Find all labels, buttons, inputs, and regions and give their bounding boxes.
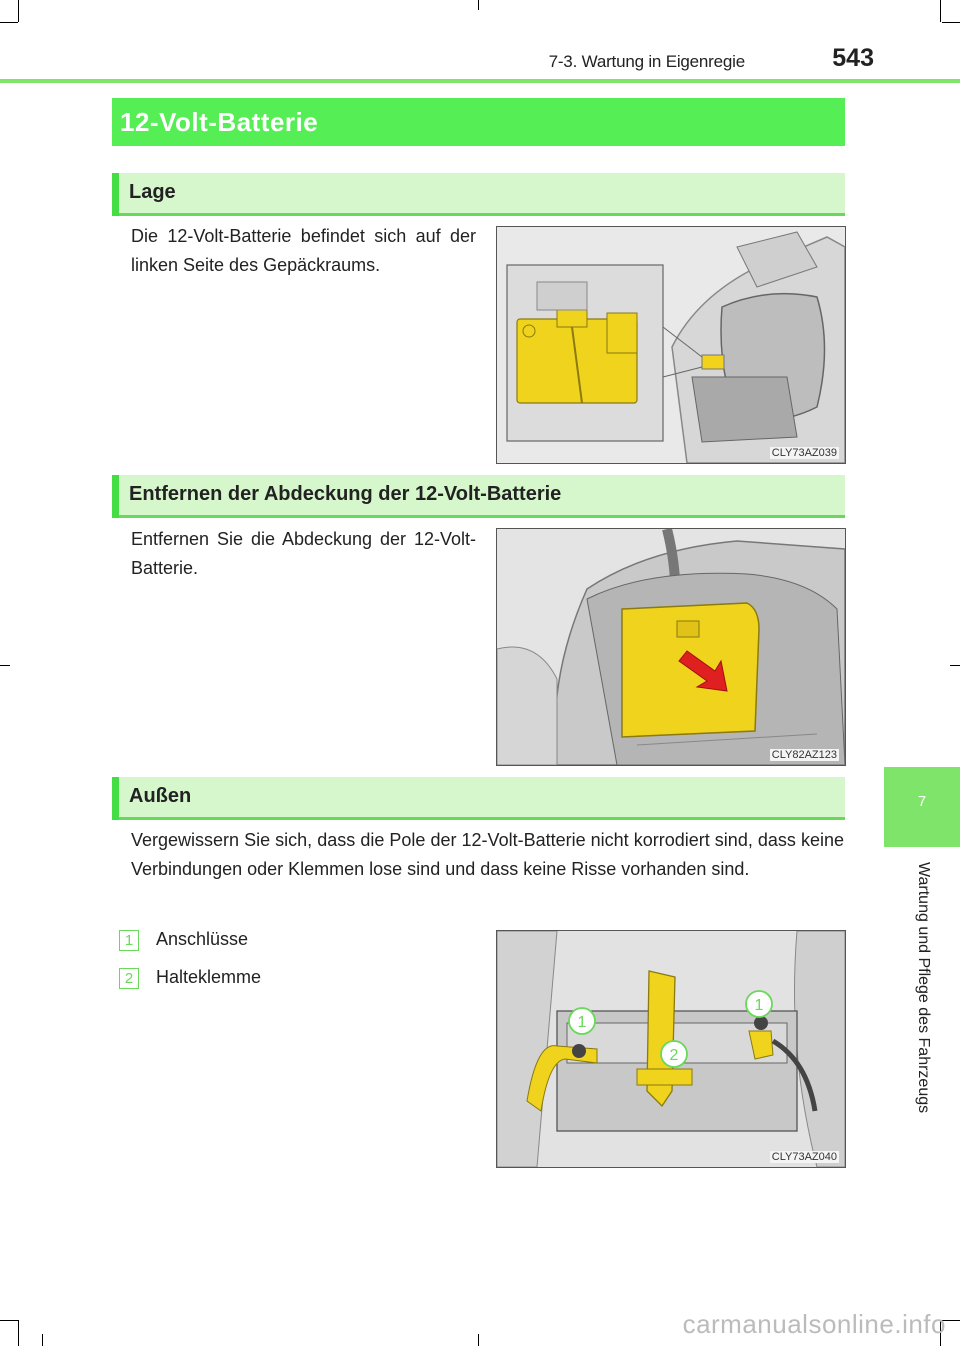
section-heading-lage: Lage <box>112 173 845 216</box>
battery-exterior-illustration: 1 1 2 <box>497 931 845 1167</box>
chapter-title: Wartung und Pflege des Fahrzeugs <box>915 862 932 1114</box>
callout-1: 1 <box>755 997 764 1014</box>
figure-code: CLY73AZ040 <box>769 1151 839 1163</box>
figure-battery-cover: CLY82AZ123 <box>496 528 846 766</box>
section-heading-aussen: Außen <box>112 777 845 820</box>
crop-mark <box>0 1320 18 1321</box>
crop-mark <box>18 1320 19 1346</box>
crop-mark <box>0 665 10 666</box>
crop-mark <box>0 22 18 23</box>
section-heading-text: Lage <box>129 181 176 203</box>
battery-cover-illustration <box>497 529 845 765</box>
section-lage-text: Die 12-Volt-Batterie befindet sich auf d… <box>131 226 476 275</box>
item-label-halteklemme: Halteklemme <box>156 967 262 987</box>
crop-mark <box>942 1320 960 1321</box>
crop-mark <box>940 1320 941 1346</box>
figure-battery-exterior: 1 1 2 CLY73AZ040 <box>496 930 846 1168</box>
item-number-badge: 1 <box>119 930 139 951</box>
page-title-bar: 12-Volt-Batterie <box>112 98 845 146</box>
battery-location-illustration <box>497 227 845 463</box>
callout-2: 2 <box>670 1047 679 1064</box>
callout-1: 1 <box>578 1014 587 1031</box>
crop-mark <box>950 665 960 666</box>
header-rule <box>0 79 960 83</box>
chapter-tab: 7 <box>884 767 960 847</box>
crop-mark <box>18 0 19 22</box>
section-aussen-text: Vergewissern Sie sich, dass die Pole der… <box>131 830 844 879</box>
header-section-title: 7-3. Wartung in Eigenregie <box>548 52 746 71</box>
page-number: 543 <box>832 44 874 72</box>
section-heading-text: Außen <box>129 785 192 807</box>
crop-mark <box>478 0 479 10</box>
crop-mark <box>942 22 960 23</box>
item-label-anschluesse: Anschlüsse <box>156 929 249 949</box>
figure-code: CLY73AZ039 <box>769 447 839 459</box>
item-number-badge: 2 <box>119 968 139 989</box>
figure-code: CLY82AZ123 <box>769 749 839 761</box>
section-cover-removal-text: Entfernen Sie die Abdeckung der 12-Volt-… <box>131 529 476 578</box>
crop-mark <box>478 1334 479 1346</box>
page-title: 12-Volt-Batterie <box>120 107 319 137</box>
crop-mark <box>42 1334 43 1346</box>
crop-mark <box>940 0 941 22</box>
section-heading-text: Entfernen der Abdeckung der 12-Volt-Batt… <box>129 483 562 505</box>
chapter-number: 7 <box>917 793 927 810</box>
figure-battery-location: CLY73AZ039 <box>496 226 846 464</box>
watermark: carmanualsonline.info <box>682 1309 946 1339</box>
section-heading-cover-removal: Entfernen der Abdeckung der 12-Volt-Batt… <box>112 475 845 518</box>
